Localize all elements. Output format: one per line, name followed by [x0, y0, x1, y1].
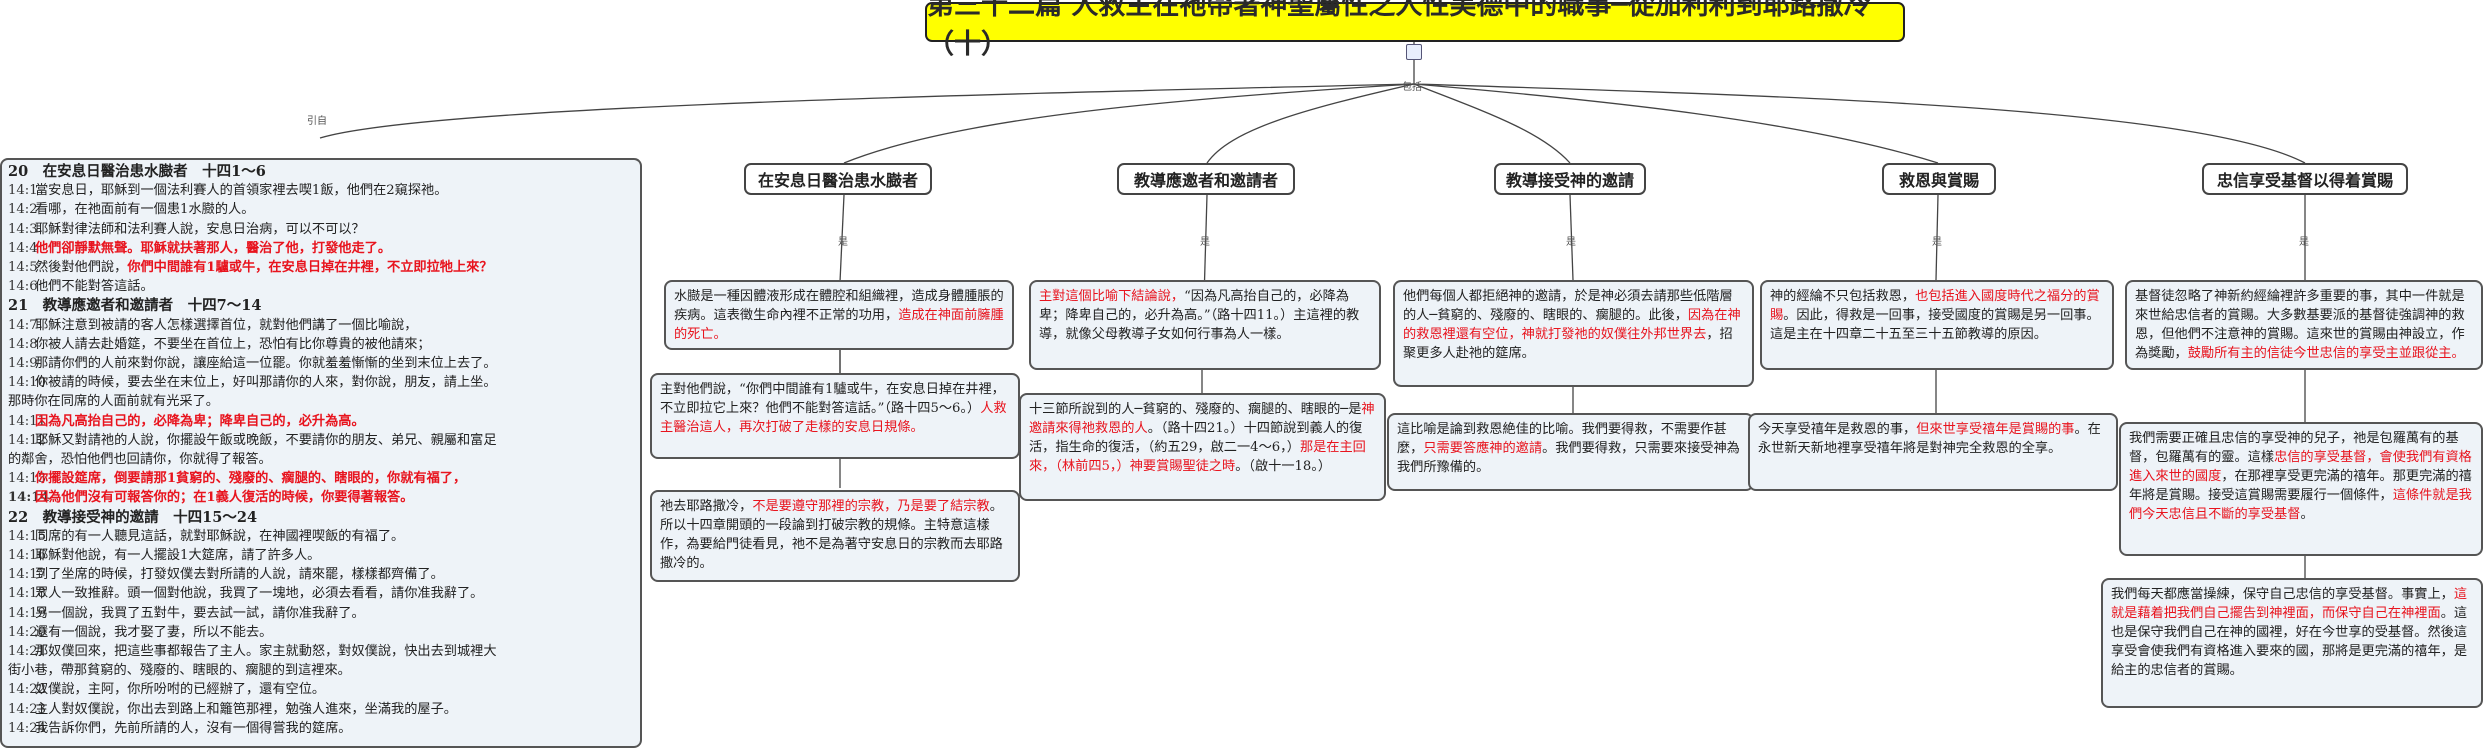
- verse-14-1: 14:1當安息日，耶穌到一個法利賽人的首領家裡去喫1飯，他們在2窺探祂。: [8, 183, 448, 199]
- note-economy: 神的經綸不只包括救恩，也包括進入國度時代之福分的賞賜。因此，得救是一回事，接受國…: [1760, 280, 2114, 370]
- verse-14-14: 14:14因為他們沒有可報答你的；在1義人復活的時候，你要得著報答。: [8, 490, 414, 506]
- note-neglected-reward: 基督徒忽略了神新約經綸裡許多重要的事，其中一件就是來世給忠信者的賞賜。大多數基要…: [2125, 280, 2483, 370]
- edge-label-includes: 包括: [1402, 82, 1422, 93]
- verse-14-19: 14:19另一個說，我買了五對牛，要去試一試，請你准我辭了。: [8, 605, 365, 621]
- section-21-header: 21 教導應邀者和邀請者 十四7～14: [8, 297, 262, 315]
- verse-14-17: 14:17到了坐席的時候，打發奴僕去對所請的人說，請來罷，樣樣都齊備了。: [8, 567, 444, 583]
- verse-14-13: 14:13你擺設筵席，倒要請那1貧窮的、殘廢的、瘸腿的、瞎眼的，你就有福了，: [8, 471, 467, 487]
- note-best-parable: 這比喻是論到救恩絶佳的比喻。我們要得救，不需要作甚麼，只需要答應神的邀請。我們要…: [1387, 413, 1754, 491]
- edge-label-is: 是: [1932, 237, 1942, 248]
- verse-14-22: 14:22奴僕說，主阿，你所吩咐的已經辦了，還有空位。: [8, 682, 326, 698]
- verse-14-11: 14:11因為凡高抬自己的，必降為卑；降卑自己的，必升為高。: [8, 413, 365, 429]
- verse-14-21-cont: 街小巷，帶那貧窮的、殘廢的、瞎眼的、瘸腿的到這裡來。: [8, 663, 351, 679]
- verse-14-24: 14:24我告訴你們，先前所請的人，沒有一個得嘗我的筵席。: [8, 720, 352, 736]
- verse-14-2: 14:2看哪，在祂面前有一個患1水臌的人。: [8, 202, 255, 218]
- verse-14-16: 14:16耶穌對他說，有一人擺設1大筵席，請了許多人。: [8, 548, 321, 564]
- verse-14-7: 14:7耶穌注意到被請的客人怎樣選擇首位，就對他們講了一個比喻說，: [8, 317, 418, 333]
- verse-14-12-cont: 的鄰舍，恐怕他們也回請你，你就得了報答。: [8, 452, 272, 468]
- note-lord-heals: 主對他們說，“你們中間誰有1驢或牛，在安息日掉在井裡，不立即拉它上來？他們不能對…: [650, 373, 1020, 459]
- note-dropsy: 水臌是一種因體液形成在體腔和組織裡，造成身體腫脹的疾病。這表徵生命內裡不正常的功…: [664, 280, 1014, 350]
- verse-14-20: 14:20還有一個說，我才娶了妻，所以不能去。: [8, 624, 273, 640]
- verse-14-10: 14:10你被請的時候，要去坐在末位上，好叫那請你的人來，對你說，朋友，請上坐。: [8, 375, 497, 391]
- scripture-box: 20 在安息日醫治患水臌者 十四1～6 14:1當安息日，耶穌到一個法利賽人的首…: [0, 158, 642, 748]
- note-daily-exercise: 我們每天都應當操練，保守自己忠信的享受基督。事實上，這就是藉着把我們自己擺告到神…: [2101, 578, 2483, 708]
- verse-14-10-cont: 那時你在同席的人面前就有光采了。: [8, 394, 219, 410]
- topic-accept-invitation[interactable]: 教導接受神的邀請: [1494, 163, 1646, 195]
- section-20-header: 20 在安息日醫治患水臌者 十四1～6: [8, 163, 266, 180]
- topic-healing-dropsy[interactable]: 在安息日醫治患水臌者: [744, 163, 932, 195]
- note-reject-invitation: 他們每個人都拒絕神的邀請，於是神必須去請那些低階層的人─貧窮的、殘廢的、瞎眼的、…: [1393, 280, 1754, 387]
- verse-14-5: 14:5然後對他們說，你們中間誰有1驢或牛，在安息日掉在井裡，不立即拉牠上來？: [8, 260, 493, 276]
- verse-14-23: 14:23主人對奴僕說，你出去到路上和籬笆那裡，勉強人進來，坐滿我的屋子。: [8, 701, 457, 717]
- note-invited-people: 十三節所說到的人─貧窮的、殘廢的、瘸腿的、瞎眼的─是神邀請來得祂救恩的人。（路十…: [1019, 393, 1386, 501]
- note-jubilee: 今天享受禧年是救恩的事，但來世享受禧年是賞賜的事。在永世新天新地裡享受禧年將是對…: [1748, 413, 2118, 491]
- note-icon[interactable]: [1406, 44, 1422, 60]
- verse-14-9: 14:9那請你們的人前來對你說，讓座給這一位罷。你就羞羞慚慚的坐到末位上去了。: [8, 356, 497, 372]
- topic-salvation-reward[interactable]: 救恩與賞賜: [1882, 163, 1996, 195]
- edge-label-is: 是: [838, 237, 848, 248]
- edge-label-is: 是: [1200, 237, 1210, 248]
- verse-14-4: 14:4他們卻靜默無聲。耶穌就扶著那人，醫治了他，打發他走了。: [8, 240, 392, 256]
- edge-label-is: 是: [2299, 237, 2309, 248]
- verse-14-15: 14:15同席的有一人聽見這話，就對耶穌說，在神國裡喫飯的有福了。: [8, 528, 405, 544]
- note-end-religion: 祂去耶路撒冷，不是要遵守那裡的宗教，乃是要了結宗教。所以十四章開頭的一段論到打破…: [650, 490, 1020, 582]
- verse-14-12: 14:12耶穌又對請祂的人說，你擺設午飯或晚飯，不要請你的朋友、弟兄、親屬和富足: [8, 432, 497, 448]
- verse-14-6: 14:6他們不能對答這話。: [8, 279, 154, 295]
- root-title: 第三十二篇 人救主在祂帶著神聖屬性之人性美德中的職事─從加利利到耶路撒冷（十）: [925, 0, 1905, 60]
- edge-label-is: 是: [1566, 237, 1576, 248]
- verse-14-8: 14:8你被人請去赴婚筵，不要坐在首位上，恐怕有比你尊貴的被他請來；: [8, 336, 431, 352]
- note-conclusion: 主對這個比喻下結論說，“因為凡高抬自己的，必降為卑；降卑自己的，必升為高。”（路…: [1029, 280, 1381, 370]
- verse-14-18: 14:18眾人一致推辭。頭一個對他說，我買了一塊地，必須去看看，請你准我辭了。: [8, 586, 484, 602]
- topic-faithful-enjoy-christ[interactable]: 忠信享受基督以得着賞賜: [2202, 163, 2408, 195]
- verse-14-21: 14:21那奴僕回來，把這些事都報告了主人。家主就動怒，對奴僕說，快出去到城裡大: [8, 644, 497, 660]
- edge-label-intro: 引自: [307, 116, 327, 127]
- section-22-header: 22 教導接受神的邀請 十四15～24: [8, 508, 258, 526]
- topic-invited-and-inviter[interactable]: 教導應邀者和邀請者: [1117, 163, 1295, 195]
- verse-14-3: 14:3耶穌對律法師和法利賽人說，安息日治病，可以不可以？: [8, 221, 365, 237]
- note-enjoy-son: 我們需要正確且忠信的享受神的兒子，祂是包羅萬有的基督，包羅萬有的靈。這樣忠信的享…: [2119, 422, 2483, 556]
